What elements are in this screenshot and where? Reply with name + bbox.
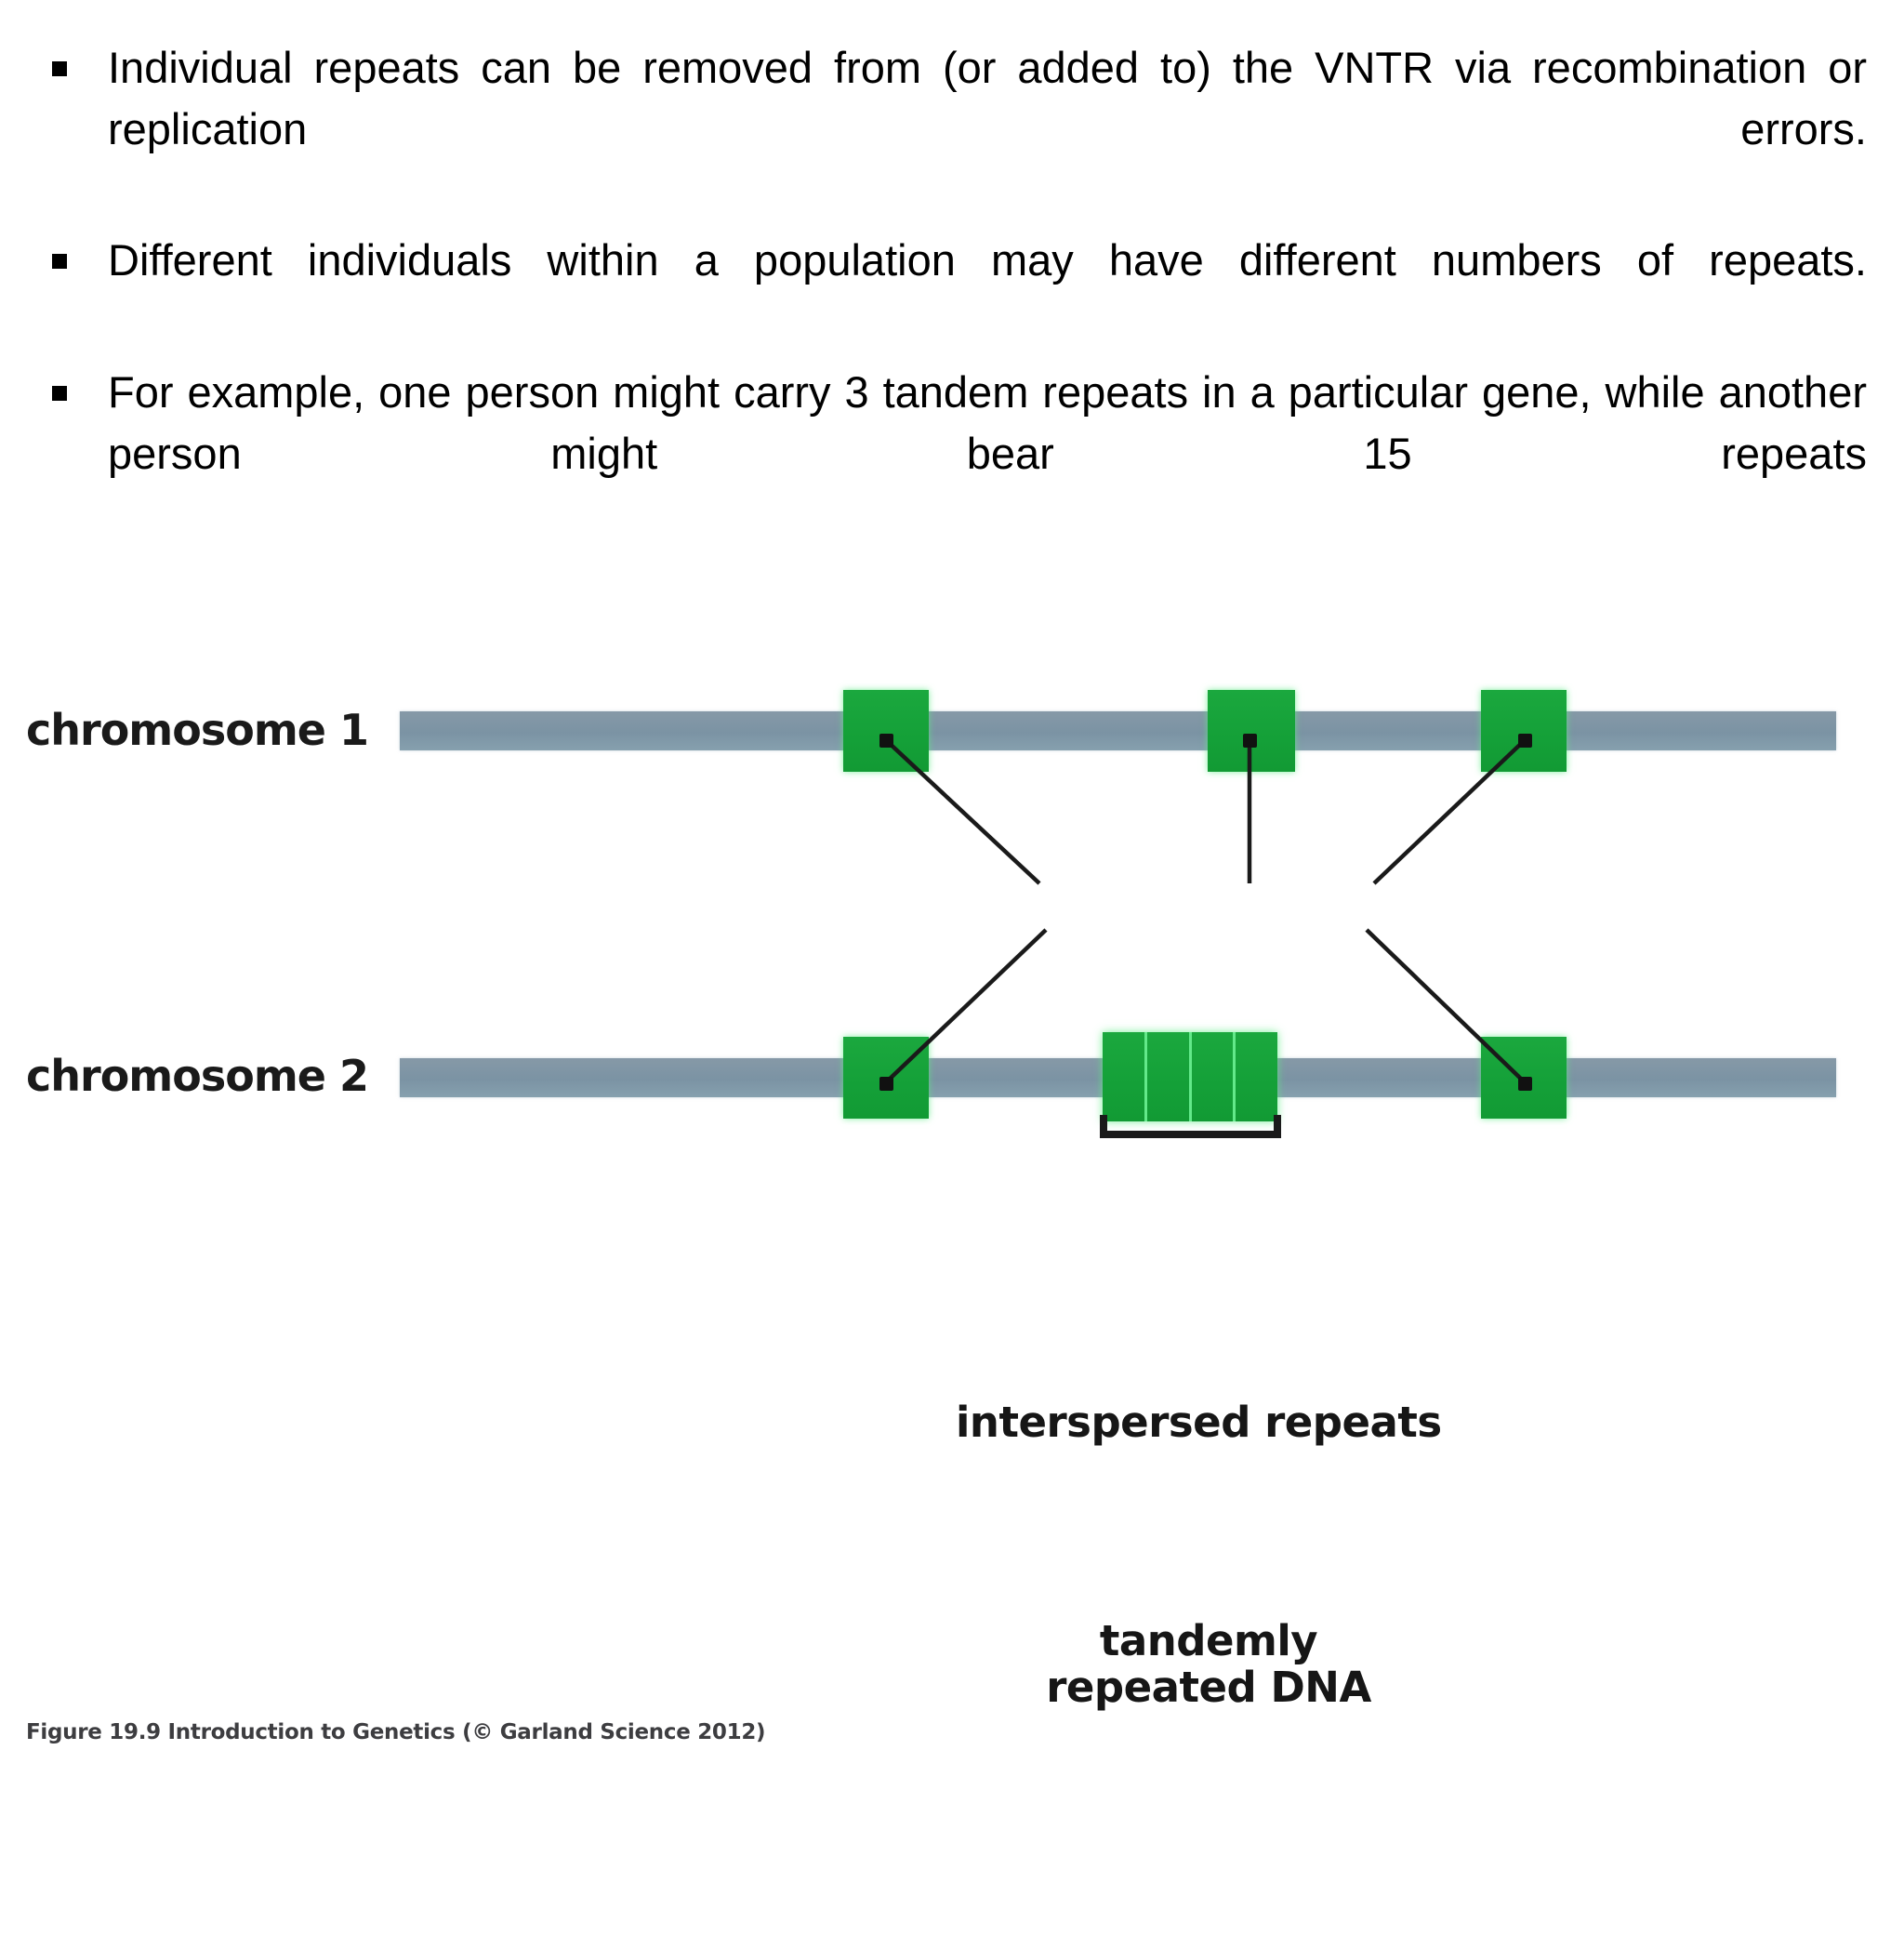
bullet-square-icon xyxy=(37,37,108,81)
chromosome-1-repeat-box-2 xyxy=(1208,690,1295,772)
tandem-repeat-segment xyxy=(1191,1032,1236,1121)
tandem-repeat-block xyxy=(1103,1032,1277,1121)
bullet-text-2: Different individuals within a populatio… xyxy=(108,235,1867,285)
chromosome-2-label: chromosome 2 xyxy=(26,1051,369,1101)
anchor-dot xyxy=(879,734,893,748)
anchor-dot xyxy=(1243,734,1257,748)
list-item: For example, one person might carry 3 ta… xyxy=(37,362,1867,545)
chromosome-repeat-diagram: chromosome 1 chromosome 2 interspersed xyxy=(0,521,1904,1744)
bullet-text-3: For example, one person might carry 3 ta… xyxy=(108,366,1867,478)
interspersed-repeats-label: interspersed repeats xyxy=(956,1398,1442,1447)
bullet-list: Individual repeats can be removed from (… xyxy=(37,37,1867,554)
anchor-dot xyxy=(879,1077,893,1091)
tandem-repeat-segment xyxy=(1236,1032,1277,1121)
figure-caption: Figure 19.9 Introduction to Genetics (© … xyxy=(26,1720,766,1744)
chromosome-1-label: chromosome 1 xyxy=(26,705,369,755)
bullet-square-icon xyxy=(37,362,108,405)
chromosome-1-bar xyxy=(400,711,1836,750)
anchor-dot xyxy=(1518,1077,1532,1091)
list-item: Different individuals within a populatio… xyxy=(37,230,1867,352)
tandemly-repeated-dna-label: tandemly repeated DNA xyxy=(1046,1616,1371,1713)
bullet-text-1: Individual repeats can be removed from (… xyxy=(108,43,1867,153)
bullet-square-icon xyxy=(37,230,108,273)
chromosome-1-repeat-box-1 xyxy=(843,690,929,772)
anchor-dot xyxy=(1518,734,1532,748)
tandem-repeat-segment xyxy=(1103,1032,1147,1121)
chromosome-1-repeat-box-3 xyxy=(1481,690,1567,772)
tandem-repeat-segment xyxy=(1146,1032,1192,1121)
list-item: Individual repeats can be removed from (… xyxy=(37,37,1867,220)
